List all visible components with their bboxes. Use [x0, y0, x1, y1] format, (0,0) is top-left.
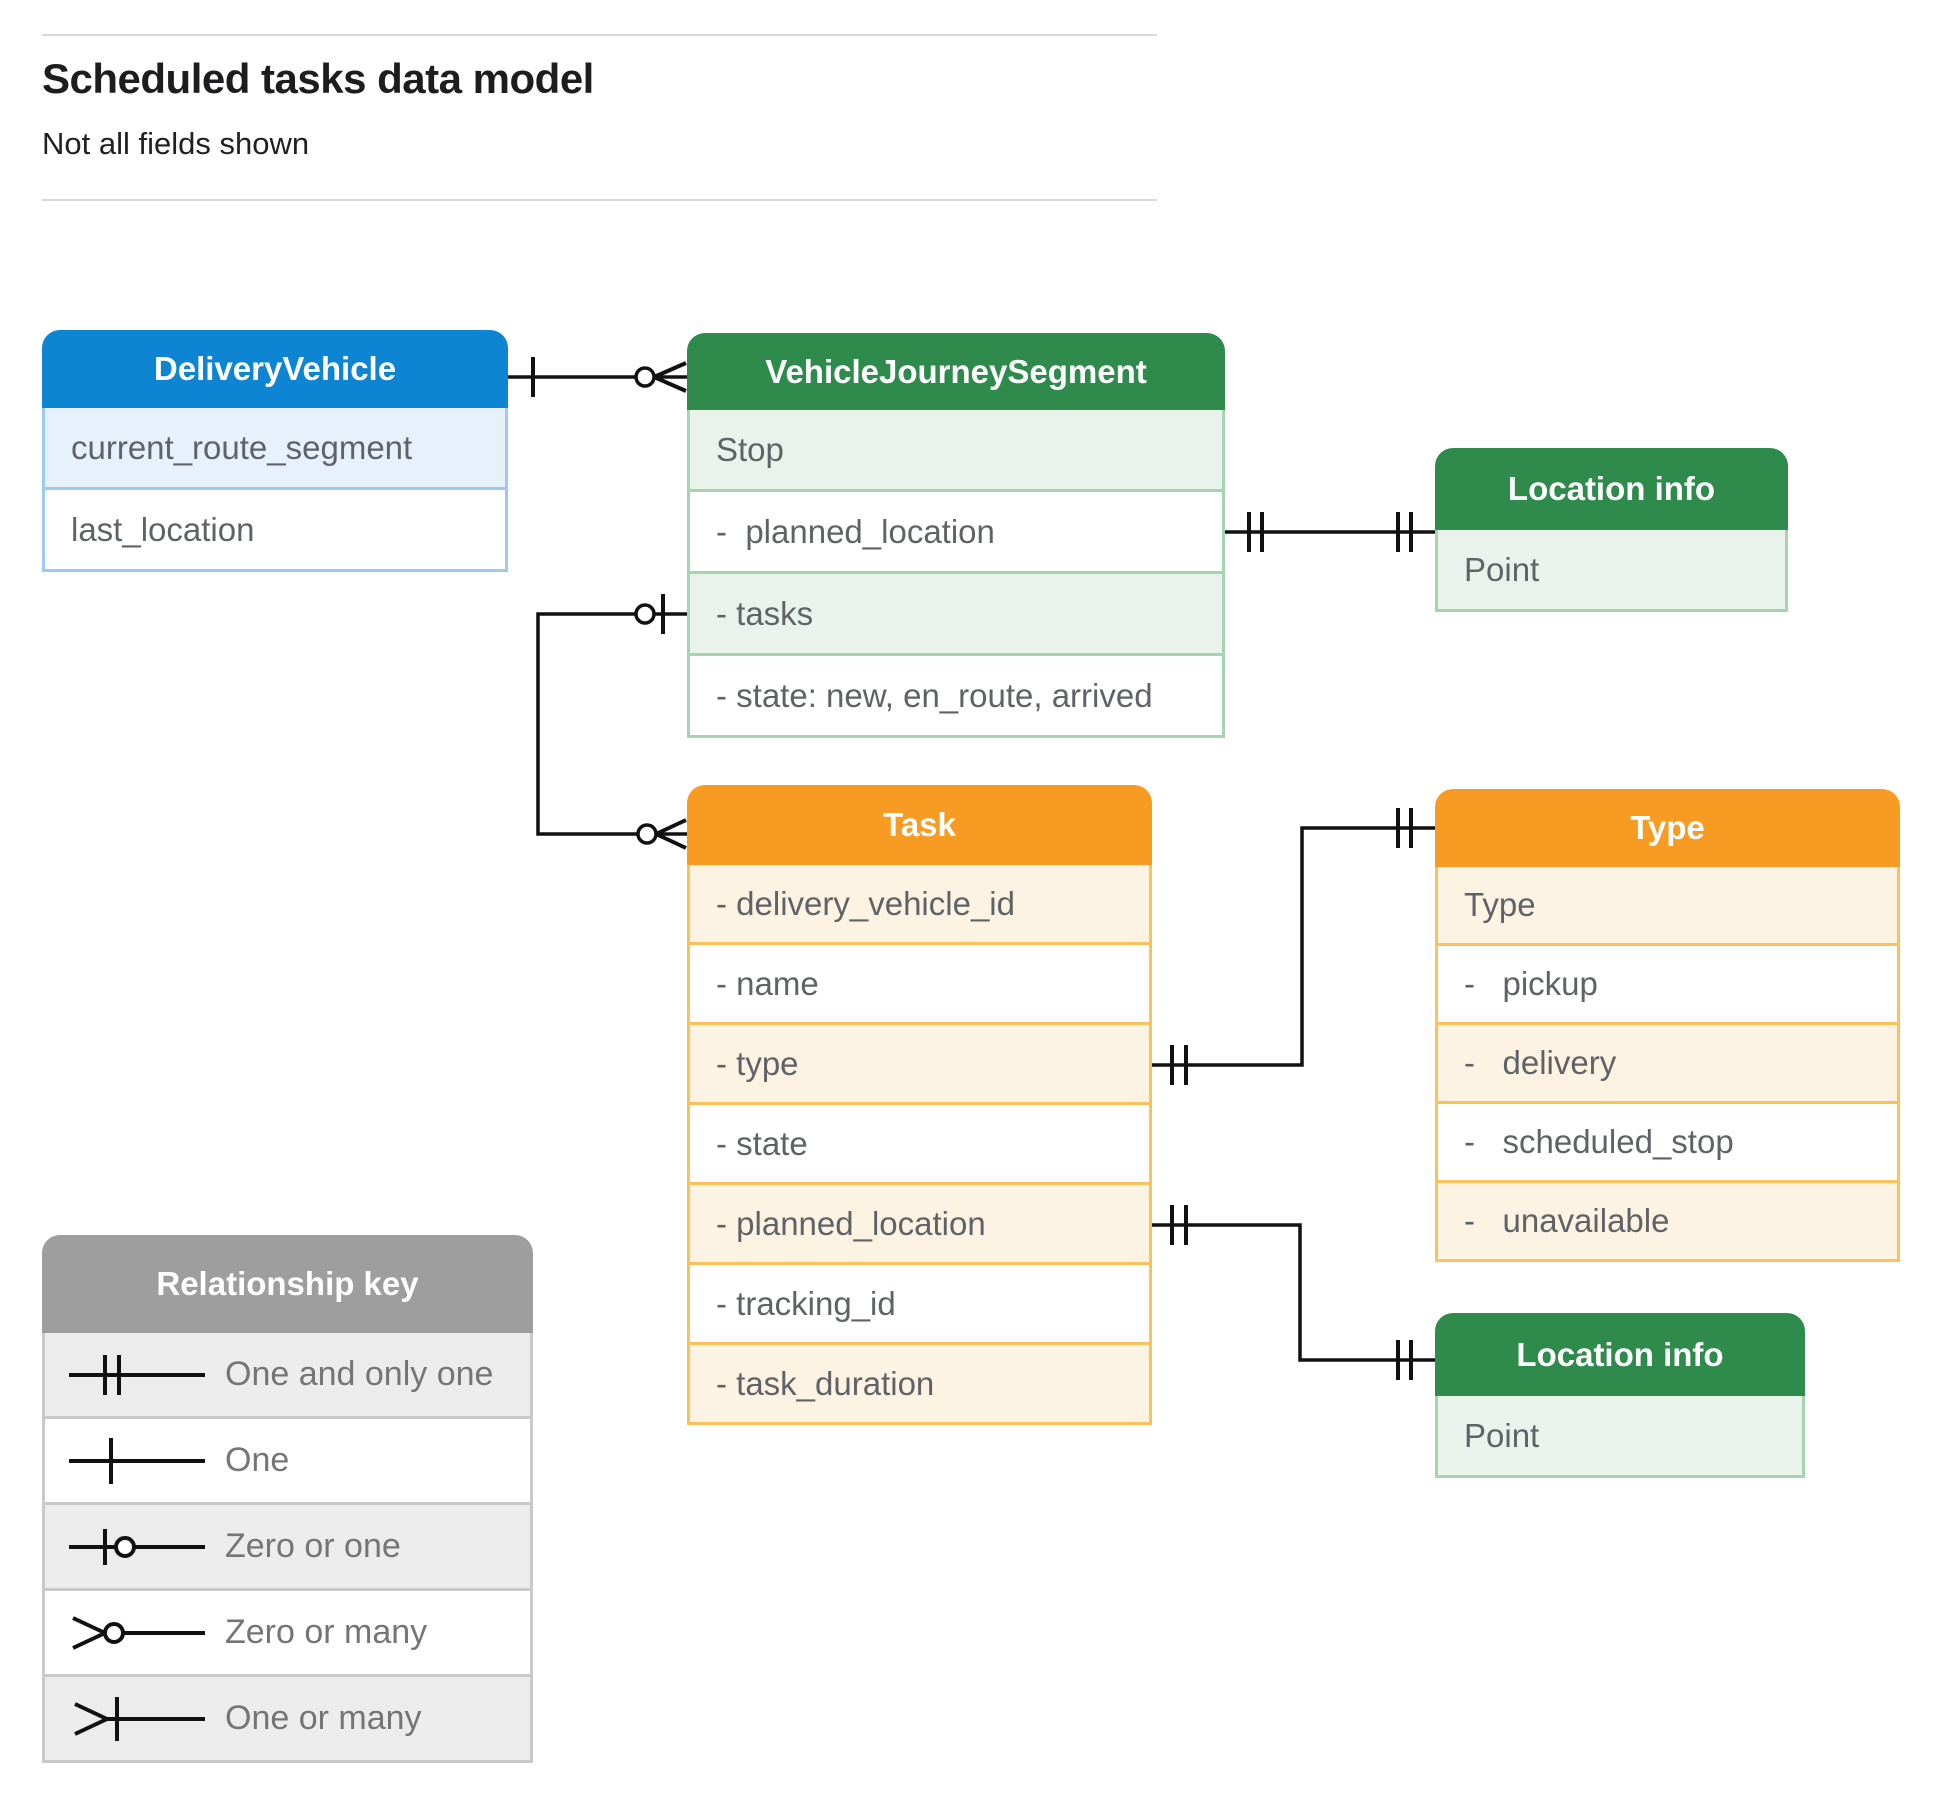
connector-vehiclejourneysegment-task	[536, 594, 687, 850]
entity-task: Task - delivery_vehicle_id - name - type…	[687, 785, 1152, 1425]
entity-header: Location info	[1435, 1313, 1805, 1396]
legend-label: Zero or many	[225, 1613, 428, 1651]
entity-delivery-vehicle: DeliveryVehicle current_route_segment la…	[42, 330, 508, 572]
zero-or-many-icon	[72, 1615, 205, 1650]
entity-location-info-top: Location info Point	[1435, 448, 1788, 612]
field-row: - delivery_vehicle_id	[687, 865, 1152, 945]
entity-vehicle-journey-segment: VehicleJourneySegment Stop - planned_loc…	[687, 333, 1225, 738]
page-title: Scheduled tasks data model	[42, 55, 594, 102]
field-row: current_route_segment	[42, 408, 508, 490]
field-row: Point	[1435, 1396, 1805, 1478]
field-label: current_route_segment	[71, 428, 413, 466]
entity-body: - delivery_vehicle_id - name - type - st…	[687, 865, 1152, 1425]
zero-or-one-icon	[69, 1528, 205, 1565]
field-row: - type	[687, 1025, 1152, 1105]
relationship-key: Relationship key One and only one One	[42, 1235, 533, 1763]
field-label: - delivery	[1464, 1044, 1617, 1081]
one-or-many-icon	[74, 1696, 205, 1741]
entity-title: DeliveryVehicle	[153, 350, 397, 387]
field-label: - task_duration	[716, 1364, 935, 1402]
connector-vehiclejourneysegment-locationinfo	[1225, 512, 1435, 552]
field-label: Point	[1464, 550, 1540, 588]
field-label: - delivery_vehicle_id	[716, 884, 1015, 922]
title-divider	[42, 199, 1157, 201]
legend-label: One or many	[225, 1699, 422, 1737]
field-row: - task_duration	[687, 1345, 1152, 1425]
field-label: - planned_location	[716, 1204, 986, 1242]
field-row: Point	[1435, 530, 1788, 612]
field-row: - planned_location	[687, 1185, 1152, 1265]
top-divider	[42, 34, 1157, 36]
field-row: - tracking_id	[687, 1265, 1152, 1345]
legend-row: One	[42, 1419, 533, 1505]
legend-label: Zero or one	[225, 1527, 401, 1565]
legend-row: One or many	[42, 1677, 533, 1763]
field-label: - state: new, en_route, arrived	[716, 676, 1153, 714]
entity-body: Stop - planned_location - tasks - state:…	[687, 410, 1225, 738]
field-label: - state	[716, 1124, 808, 1162]
field-row: - planned_location	[687, 492, 1225, 574]
field-row: - name	[687, 945, 1152, 1025]
entity-header: DeliveryVehicle	[42, 330, 508, 408]
entity-body: Type - pickup - delivery - scheduled_sto…	[1435, 867, 1900, 1262]
field-row: - scheduled_stop	[1435, 1104, 1900, 1183]
field-row: - state: new, en_route, arrived	[687, 656, 1225, 738]
field-label: - pickup	[1464, 965, 1598, 1002]
legend-row: Zero or many	[42, 1591, 533, 1677]
one-icon	[69, 1437, 205, 1484]
entity-body: Point	[1435, 1396, 1805, 1478]
entity-type: Type Type - pickup - delivery - schedule…	[1435, 789, 1900, 1262]
entity-header: Type	[1435, 789, 1900, 867]
legend-header: Relationship key	[42, 1235, 533, 1333]
connector-deliveryvehicle-vehiclejourneysegment	[508, 357, 687, 397]
field-label: - planned_location	[716, 512, 995, 550]
connector-task-type	[1152, 808, 1435, 1085]
page-subtitle: Not all fields shown	[42, 126, 310, 161]
legend-row: One and only one	[42, 1333, 533, 1419]
field-row: - state	[687, 1105, 1152, 1185]
field-label: - tasks	[716, 594, 814, 632]
field-row: - tasks	[687, 574, 1225, 656]
field-label: - type	[716, 1044, 799, 1082]
field-label: Point	[1464, 1416, 1540, 1454]
field-label: Type	[1464, 886, 1536, 923]
field-row: Stop	[687, 410, 1225, 492]
entity-location-info-bottom: Location info Point	[1435, 1313, 1805, 1478]
entity-header: Task	[687, 785, 1152, 865]
field-label: - name	[716, 964, 819, 1002]
entity-body: Point	[1435, 530, 1788, 612]
field-label: Stop	[716, 430, 784, 468]
field-row: - unavailable	[1435, 1183, 1900, 1262]
entity-title: Location info	[1516, 1335, 1724, 1373]
entity-body: current_route_segment last_location	[42, 408, 508, 572]
entity-title: Task	[883, 806, 956, 843]
one-and-only-one-icon	[69, 1354, 205, 1395]
connector-task-locationinfo	[1152, 1205, 1435, 1380]
legend-label: One	[225, 1441, 290, 1479]
entity-title: Location info	[1507, 470, 1716, 507]
field-label: last_location	[71, 510, 255, 548]
field-label: - tracking_id	[716, 1284, 896, 1322]
legend-row: Zero or one	[42, 1505, 533, 1591]
field-row: - pickup	[1435, 946, 1900, 1025]
field-row: Type	[1435, 867, 1900, 946]
field-row: - delivery	[1435, 1025, 1900, 1104]
field-label: - scheduled_stop	[1464, 1123, 1734, 1160]
field-label: - unavailable	[1464, 1202, 1670, 1239]
entity-title: Type	[1630, 809, 1705, 846]
legend-label: One and only one	[225, 1355, 494, 1393]
field-row: last_location	[42, 490, 508, 572]
legend-body: One and only one One Zero or one	[42, 1333, 533, 1763]
entity-header: VehicleJourneySegment	[687, 333, 1225, 410]
entity-title: VehicleJourneySegment	[765, 352, 1147, 390]
entity-header: Location info	[1435, 448, 1788, 530]
legend-title: Relationship key	[156, 1265, 419, 1302]
